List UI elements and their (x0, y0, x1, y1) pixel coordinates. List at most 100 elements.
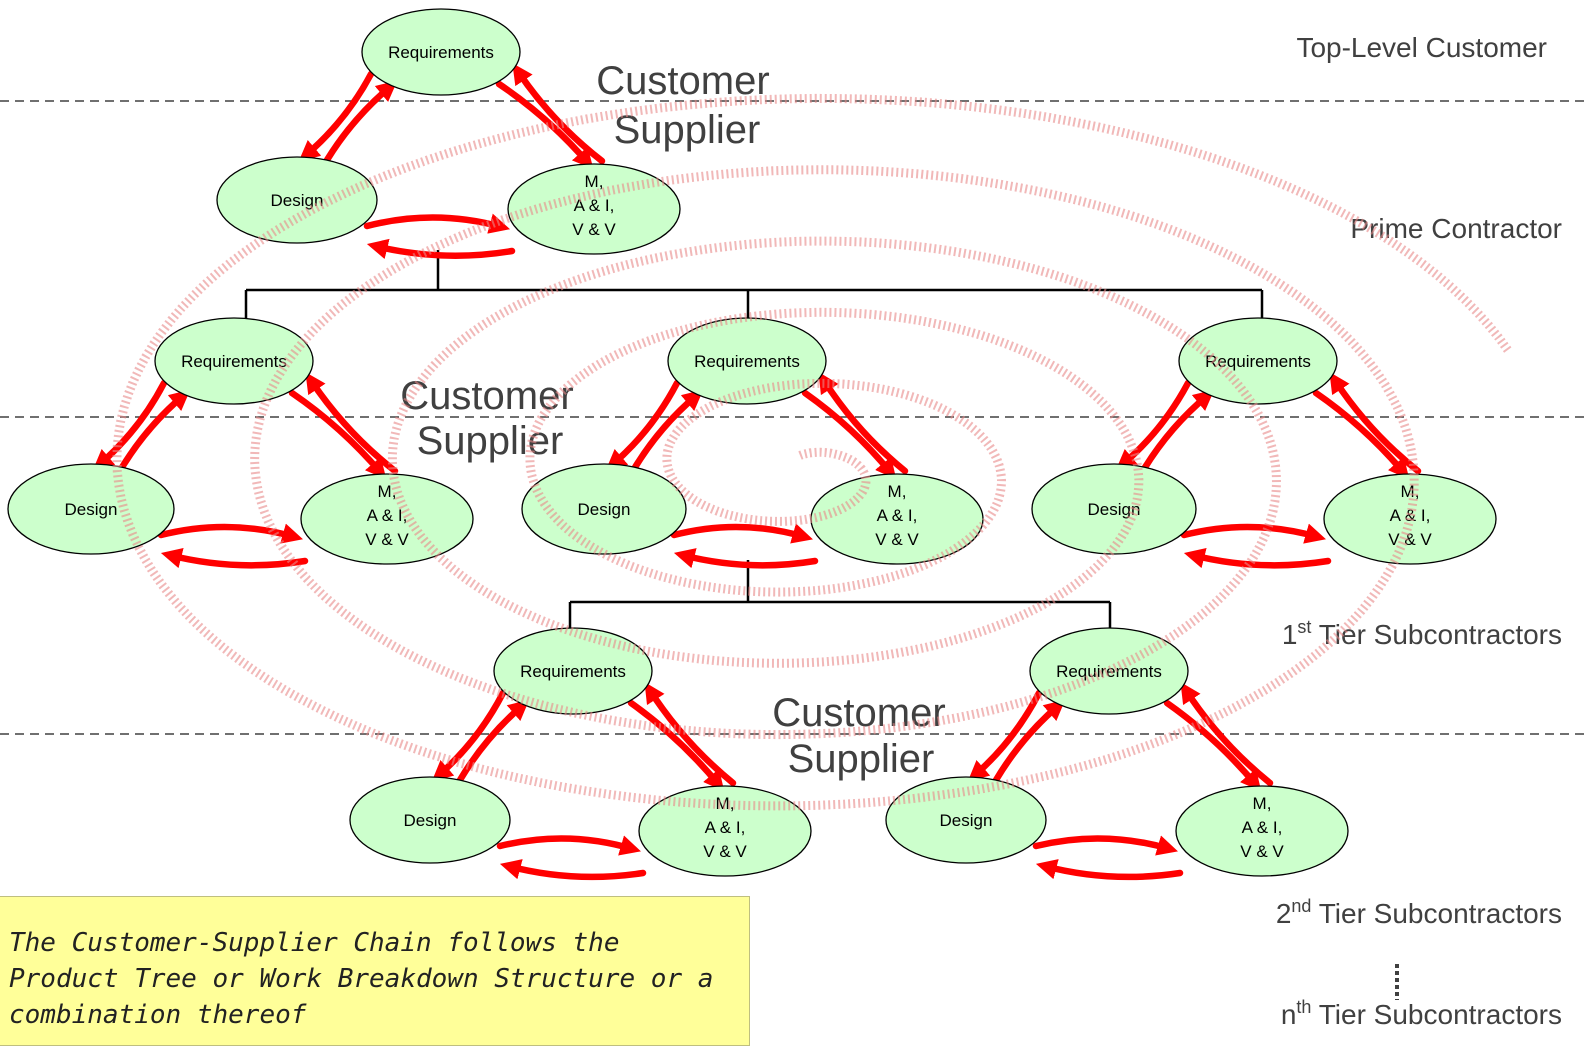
svg-text:V & V: V & V (572, 220, 616, 239)
arrow-mai-to-requirements (644, 682, 737, 787)
requirements-node[interactable]: Requirements (1178, 317, 1338, 405)
svg-text:Design: Design (65, 500, 118, 519)
svg-text:A & I,: A & I, (1390, 506, 1431, 525)
mai-vv-node[interactable]: M, A & I, V & V (300, 473, 474, 565)
svg-text:M,: M, (378, 482, 397, 501)
design-node[interactable]: Design (885, 776, 1047, 864)
svg-text:V & V: V & V (1388, 530, 1432, 549)
svg-text:A & I,: A & I, (574, 196, 615, 215)
requirements-node[interactable]: Requirements (493, 627, 653, 715)
arrow-requirements-to-design (456, 699, 530, 784)
arrow-requirements-to-design (117, 389, 191, 473)
interface-label-middle: Customer Supplier (400, 374, 573, 463)
svg-text:V & V: V & V (1240, 842, 1284, 861)
supplier-label: Supplier (788, 737, 935, 781)
cluster-tier2-left: Requirements Design M,A & I,V & V (349, 627, 812, 877)
svg-text:Requirements: Requirements (1205, 352, 1311, 371)
requirements-node[interactable]: Requirements (361, 8, 521, 96)
supplier-label: Supplier (614, 108, 761, 152)
design-node[interactable]: Design (216, 156, 378, 244)
arrow-requirements-to-mai (1312, 389, 1410, 480)
spiral-path (112, 93, 1512, 811)
arrow-design-to-mai (363, 213, 511, 234)
design-node[interactable]: Design (349, 776, 511, 864)
arrow-mai-to-design (1183, 547, 1332, 569)
interface-label-bottom: Customer Supplier (772, 691, 945, 781)
svg-text:V & V: V & V (703, 842, 747, 861)
arrow-design-to-mai (1180, 523, 1327, 544)
arrow-mai-to-design (673, 548, 819, 569)
svg-text:A & I,: A & I, (1242, 818, 1283, 837)
arrow-design-to-mai (1032, 835, 1178, 856)
svg-text:Requirements: Requirements (520, 662, 626, 681)
requirements-node[interactable]: Requirements (1029, 627, 1189, 715)
design-node[interactable]: Design (7, 463, 175, 555)
interface-label-top: Customer Supplier (596, 59, 769, 152)
supplier-label: Supplier (417, 419, 564, 463)
svg-text:A & I,: A & I, (705, 818, 746, 837)
svg-text:Design: Design (1088, 500, 1141, 519)
requirements-node[interactable]: Requirements (154, 317, 314, 405)
arrow-requirements-to-design (992, 699, 1066, 784)
tier-label-first-tier: 1st Tier Subcontractors (1282, 617, 1562, 650)
arrow-mai-to-requirements (1180, 682, 1274, 787)
svg-text:A & I,: A & I, (877, 506, 918, 525)
svg-text:M,: M, (1401, 482, 1420, 501)
svg-text:Design: Design (271, 191, 324, 210)
arrow-requirements-to-mai (801, 389, 897, 480)
arrow-design-to-requirements (1115, 379, 1192, 471)
cluster-tier2-right: Requirements Design M, A & I, V & V (885, 627, 1349, 877)
arrow-requirements-to-mai (288, 389, 387, 480)
arrow-requirements-to-design (1140, 389, 1215, 473)
arrow-requirements-to-design (323, 80, 398, 164)
arrow-design-to-mai (496, 835, 641, 856)
arrow-mai-to-requirements (818, 371, 909, 475)
customer-label: Customer (400, 374, 573, 418)
svg-text:Requirements: Requirements (1056, 662, 1162, 681)
svg-text:M,: M, (1253, 794, 1272, 813)
spiral-overlay (112, 93, 1512, 811)
mai-vv-node[interactable]: M,A & I,V & V (638, 785, 812, 877)
arrow-design-to-requirements (431, 689, 507, 782)
svg-text:Design: Design (578, 500, 631, 519)
requirements-node[interactable]: Requirements (667, 317, 827, 405)
arrow-mai-to-design (160, 547, 309, 569)
svg-text:A & I,: A & I, (367, 506, 408, 525)
tier-label-second-tier: 2nd Tier Subcontractors (1276, 896, 1562, 929)
svg-text:Requirements: Requirements (388, 43, 494, 62)
svg-text:V & V: V & V (365, 530, 409, 549)
arrow-requirements-to-design (630, 389, 704, 473)
note-text: The Customer-Supplier Chain follows the … (9, 928, 714, 1030)
design-node[interactable]: Design (1031, 463, 1197, 555)
product-tree-lines (244, 250, 1264, 635)
cycle-arrows (92, 63, 1422, 881)
arrow-design-to-mai (157, 523, 304, 544)
mai-vv-node[interactable]: M, A & I, V & V (1175, 785, 1349, 877)
note-box: The Customer-Supplier Chain follows the … (0, 896, 750, 1046)
cluster-tier1-left: Requirements Design M, A & I, V & V (7, 317, 474, 565)
cluster-prime: Requirements Design M, A & I, V & V (216, 8, 681, 255)
arrow-design-to-requirements (92, 379, 168, 471)
svg-text:Design: Design (404, 811, 457, 830)
arrow-design-to-requirements (967, 689, 1043, 782)
svg-text:M,: M, (888, 482, 907, 501)
arrow-design-to-mai (670, 523, 813, 544)
cluster-tier1-right: Requirements Design M, A & I, V & V (1031, 317, 1497, 565)
arrow-mai-to-design (499, 859, 647, 881)
arrow-mai-to-requirements (1329, 372, 1422, 475)
svg-text:Design: Design (940, 811, 993, 830)
svg-text:Requirements: Requirements (694, 352, 800, 371)
mai-vv-node[interactable]: M, A & I, V & V (507, 163, 681, 255)
arrow-design-to-requirements (298, 70, 375, 162)
tier-label-top-level-customer: Top-Level Customer (1296, 32, 1547, 63)
arrow-mai-to-design (1035, 859, 1184, 881)
arrow-requirements-to-mai (627, 699, 725, 792)
arrow-design-to-requirements (605, 379, 681, 471)
tier-label-prime-contractor: Prime Contractor (1350, 213, 1562, 244)
svg-text:Requirements: Requirements (181, 352, 287, 371)
svg-text:V & V: V & V (875, 530, 919, 549)
svg-text:M,: M, (585, 172, 604, 191)
customer-label: Customer (596, 59, 769, 103)
tier-label-nth-tier: nth Tier Subcontractors (1281, 997, 1562, 1030)
